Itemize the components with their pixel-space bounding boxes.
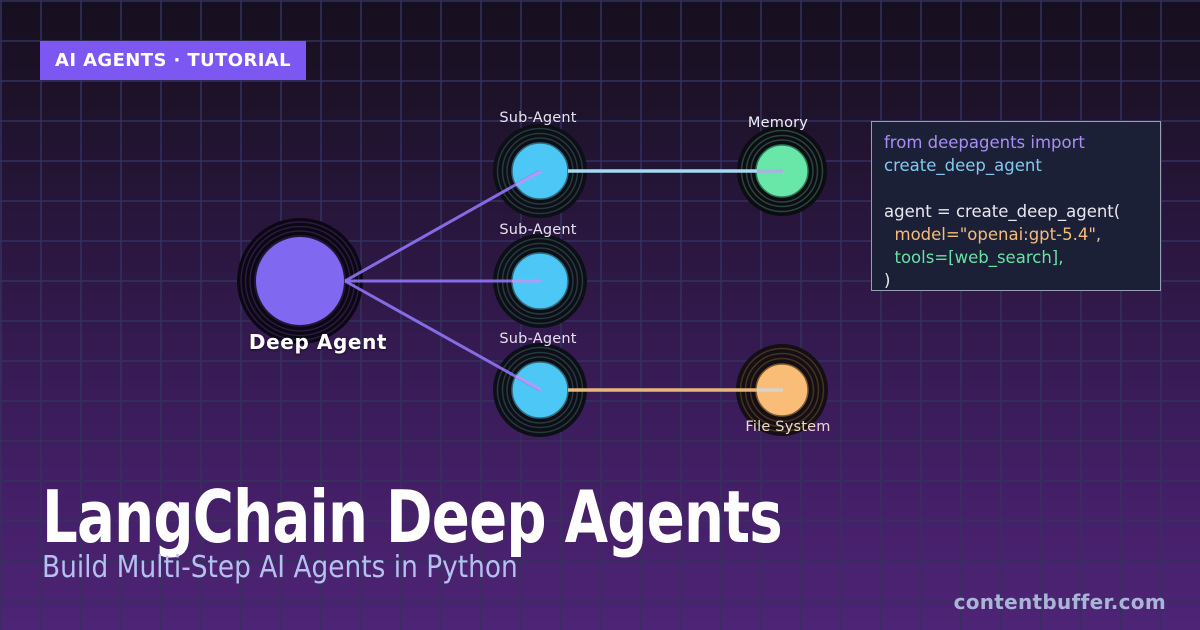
page-subtitle: Build Multi-Step AI Agents in Python bbox=[42, 550, 518, 585]
watermark: contentbuffer.com bbox=[953, 590, 1166, 614]
memory-label: Memory bbox=[747, 115, 809, 131]
file-system-label: File System bbox=[745, 419, 831, 435]
code-line-tools: tools=[web_search], bbox=[884, 248, 1064, 267]
code-line-close-paren: ) bbox=[884, 271, 891, 290]
code-snippet: from deepagents import create_deep_agent… bbox=[871, 121, 1161, 291]
code-line-model: model="openai:gpt-5.4", bbox=[884, 225, 1102, 244]
badge: AI AGENTS · TUTORIAL bbox=[40, 41, 307, 80]
code-line-assignment: agent = create_deep_agent( bbox=[884, 202, 1121, 221]
code-line-blank bbox=[884, 177, 1148, 200]
sub-agent-3-label: Sub-Agent bbox=[499, 331, 577, 347]
code-line-import: from deepagents import bbox=[884, 133, 1085, 152]
sub-agent-2-label: Sub-Agent bbox=[499, 222, 577, 238]
deep-agent-node bbox=[237, 218, 363, 344]
badge-label: AI AGENTS · TUTORIAL bbox=[55, 50, 292, 71]
deep-agent-label: Deep Agent bbox=[248, 330, 388, 354]
sub-agent-1-label: Sub-Agent bbox=[499, 110, 577, 126]
code-line-module: create_deep_agent bbox=[884, 156, 1042, 175]
page-title: LangChain Deep Agents bbox=[42, 475, 783, 559]
